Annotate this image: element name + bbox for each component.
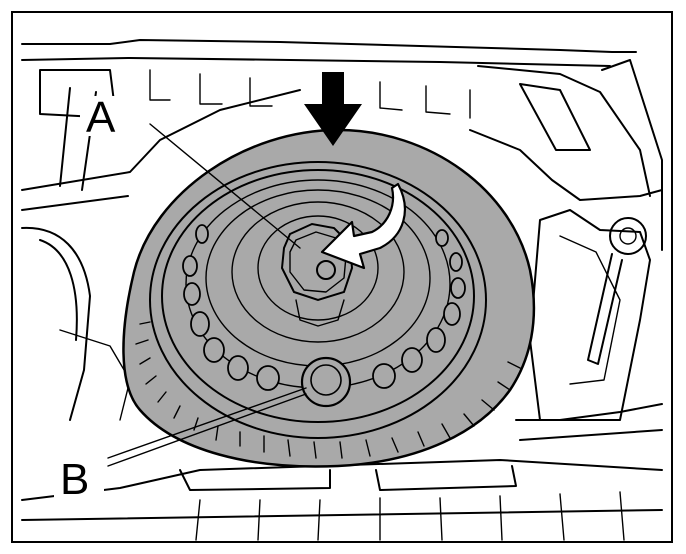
floor-plug [300, 356, 352, 408]
rotate-counterclockwise-arrow-icon [320, 182, 406, 270]
leader-line-b [107, 387, 307, 467]
callout-a: A [86, 93, 116, 142]
trunk-interior [21, 39, 663, 541]
leader-line-a [149, 123, 301, 249]
rim-holes [182, 224, 466, 391]
callout-b: B [60, 455, 89, 504]
spare-tire [122, 128, 536, 468]
down-arrow-icon [304, 72, 362, 146]
